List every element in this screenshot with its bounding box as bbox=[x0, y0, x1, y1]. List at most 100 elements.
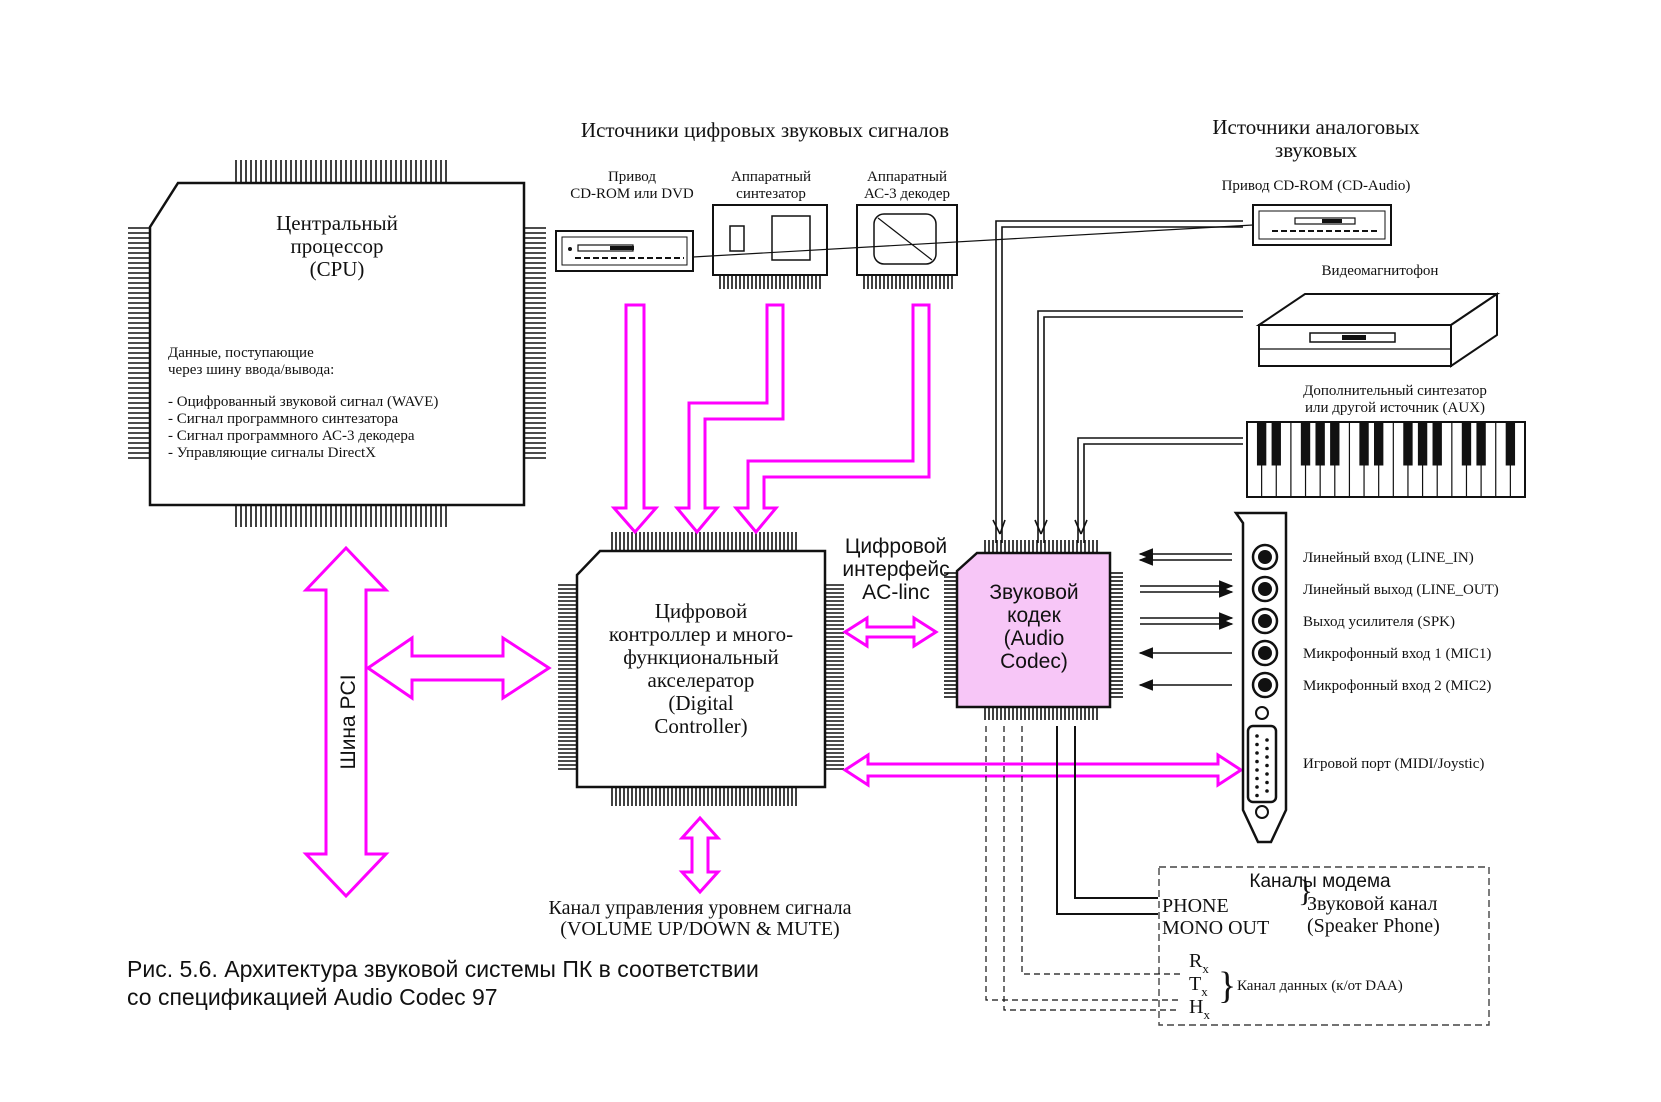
volume-label-line1: Канал управления уровнем сигнала bbox=[549, 897, 852, 919]
synth-label-line1: Аппаратный bbox=[731, 169, 811, 185]
controller-title-line1: Цифровой bbox=[655, 599, 748, 623]
cpu-desc-item-3: - Сигнал программного АС-3 декодера bbox=[168, 428, 415, 444]
chip-pins bbox=[128, 160, 1123, 806]
data-channel-label: Канал данных (к/от DAA) bbox=[1237, 978, 1403, 994]
volume-control-arrow bbox=[678, 815, 722, 895]
port-label: Линейный выход (LINE_OUT) bbox=[1303, 582, 1499, 598]
audio-jack-hole bbox=[1258, 550, 1272, 564]
audio-jack-hole bbox=[1258, 582, 1272, 596]
game-port-connector-icon bbox=[1246, 724, 1278, 804]
aclink-arrow bbox=[842, 615, 939, 649]
game-port-pin bbox=[1265, 755, 1269, 759]
codec-title-line3: (Audio bbox=[1004, 627, 1065, 650]
game-port-pin bbox=[1255, 768, 1259, 772]
volume-label-line2: (VOLUME UP/DOWN & MUTE) bbox=[560, 918, 839, 940]
game-port-pin bbox=[1265, 746, 1269, 751]
data-channel-brace: } bbox=[1218, 965, 1236, 1007]
codec-title-line1: Звуковой bbox=[989, 581, 1078, 604]
aclink-label-line2: интерфейс bbox=[842, 558, 949, 581]
black-key bbox=[1403, 422, 1413, 466]
controller-title-line2: контроллер и много- bbox=[609, 622, 793, 646]
controller-to-gameport-arrow bbox=[842, 752, 1244, 788]
cpu-desc-line1: Данные, поступающие bbox=[168, 345, 314, 361]
cpu-chip: Центральный процессор (CPU) Данные, пост… bbox=[148, 181, 526, 507]
cpu-title-line2: процессор bbox=[291, 234, 384, 258]
game-port-pin bbox=[1255, 776, 1259, 781]
tx-label: Tx bbox=[1189, 973, 1208, 999]
cpu-desc-item-2: - Сигнал программного синтезатора bbox=[168, 411, 399, 427]
hx-label: Hx bbox=[1189, 996, 1210, 1022]
rx-label: Rx bbox=[1189, 950, 1209, 976]
game-port-pin bbox=[1265, 763, 1269, 768]
caption-line2: со спецификацией Audio Codec 97 bbox=[127, 984, 498, 1010]
cpu-title-line3: (CPU) bbox=[310, 257, 365, 281]
vcr-icon bbox=[1255, 292, 1501, 368]
port-label: Микрофонный вход 1 (MIC1) bbox=[1303, 646, 1491, 662]
black-key bbox=[1300, 422, 1311, 466]
black-key bbox=[1476, 422, 1486, 466]
port-label: Микрофонный вход 2 (MIC2) bbox=[1303, 678, 1491, 694]
port-label: Линейный вход (LINE_IN) bbox=[1303, 550, 1474, 566]
codec-title-line4: Codec) bbox=[1000, 650, 1068, 673]
game-port-pin bbox=[1265, 780, 1269, 785]
mono-out-label: MONO OUT bbox=[1162, 917, 1269, 939]
port-arrows bbox=[1138, 548, 1234, 691]
pci-bus-arrow bbox=[302, 545, 390, 899]
ac3-to-controller-arrow bbox=[732, 303, 931, 535]
black-key bbox=[1271, 422, 1281, 466]
aux-label-line2: или другой источник (AUX) bbox=[1305, 400, 1485, 416]
analog-sources-header-line2: звуковых bbox=[1275, 138, 1358, 162]
speaker-channel-line1: Звуковой канал bbox=[1307, 893, 1438, 915]
hardware-synth-chip-icon bbox=[712, 204, 828, 276]
modem-channels: Каналы модема PHONE MONO OUT } Звуковой … bbox=[985, 726, 1490, 1026]
codec-title-line2: кодек bbox=[1007, 604, 1062, 627]
modem-title: Каналы модема bbox=[1249, 871, 1391, 892]
vcr-label: Видеомагнитофон bbox=[1322, 263, 1439, 279]
cpu-title-line1: Центральный bbox=[276, 211, 398, 235]
game-port-pin bbox=[1255, 751, 1259, 755]
black-key bbox=[1374, 422, 1384, 466]
caption-line1: Рис. 5.6. Архитектура звуковой системы П… bbox=[127, 956, 759, 982]
digital-sources-header: Источники цифровых звуковых сигналов bbox=[581, 118, 949, 142]
controller-title-line5: (Digital bbox=[668, 691, 733, 715]
ac3-decoder-chip-icon bbox=[856, 204, 958, 276]
game-port-pin bbox=[1265, 772, 1269, 776]
game-port-pin bbox=[1255, 785, 1259, 789]
black-key bbox=[1505, 422, 1516, 466]
synth-keyboard-icon bbox=[1246, 421, 1526, 498]
cd-audio-cable bbox=[692, 224, 1254, 258]
cdrom-label-line1: Привод bbox=[608, 169, 656, 185]
audio-jack-hole bbox=[1258, 646, 1272, 660]
cdrom-label-line2: CD-ROM или DVD bbox=[570, 186, 694, 202]
sound-card-bracket bbox=[1233, 511, 1288, 844]
phone-label: PHONE bbox=[1162, 895, 1229, 917]
synth-to-controller-arrow bbox=[673, 303, 785, 535]
ac3-label-line2: АС-3 декодер bbox=[864, 186, 950, 202]
speaker-brace: } bbox=[1298, 873, 1313, 908]
controller-title-line3: функциональный bbox=[623, 645, 778, 669]
black-key bbox=[1359, 422, 1369, 466]
game-port-pin bbox=[1255, 759, 1259, 764]
game-port-pin bbox=[1255, 742, 1259, 747]
game-port-pin bbox=[1255, 793, 1259, 798]
black-key bbox=[1461, 422, 1472, 466]
speaker-channel-line2: (Speaker Phone) bbox=[1307, 915, 1440, 937]
game-port-pin bbox=[1265, 789, 1269, 793]
aclink-label-line1: Цифровой bbox=[845, 535, 947, 558]
synth-label-line2: синтезатор bbox=[736, 186, 806, 202]
magenta-flow-arrows bbox=[302, 303, 1244, 899]
port-label: Выход усилителя (SPK) bbox=[1303, 614, 1455, 630]
audio-jack-hole bbox=[1258, 678, 1272, 692]
game-port-pin bbox=[1255, 734, 1259, 738]
game-port-label: Игровой порт (MIDI/Joystic) bbox=[1303, 756, 1484, 772]
black-key bbox=[1417, 422, 1428, 466]
ac3-label-line1: Аппаратный bbox=[867, 169, 947, 185]
bus-to-controller-arrow bbox=[365, 635, 552, 701]
analog-sources-header-line1: Источники аналоговых bbox=[1212, 115, 1420, 139]
aux-label-line1: Дополнительный синтезатор bbox=[1303, 383, 1487, 399]
black-key bbox=[1256, 422, 1267, 466]
black-key bbox=[1432, 422, 1442, 466]
cdaudio-label: Привод CD-ROM (CD-Audio) bbox=[1222, 178, 1411, 194]
pci-bus-label: Шина PCI bbox=[337, 674, 360, 769]
